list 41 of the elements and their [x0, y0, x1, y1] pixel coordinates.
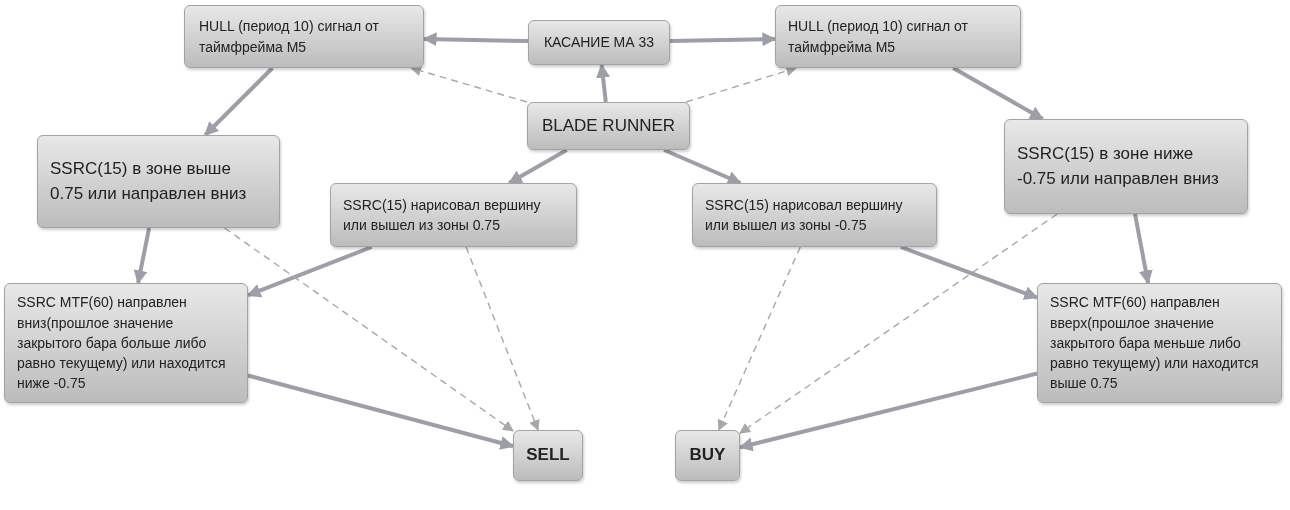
arrow	[669, 32, 777, 47]
arrow	[596, 63, 610, 103]
node-text: КАСАНИЕ МА 33	[543, 33, 655, 53]
process-box	[513, 430, 583, 481]
process-box	[184, 5, 424, 68]
dashed-arrow	[465, 246, 540, 431]
node-text: SSRC(15) в зоне ниже -0.75 или направлен вниз	[1017, 142, 1220, 190]
dashed-arrow	[223, 227, 514, 432]
arrow	[508, 148, 568, 185]
node-text: SSRC(15) нарисовал вершину или вышел из зоны 0.75	[343, 195, 542, 235]
process-box	[528, 20, 670, 65]
process-box	[775, 5, 1021, 68]
process-box	[4, 283, 248, 403]
process-box	[692, 183, 937, 247]
dashed-arrow	[717, 246, 801, 431]
node-text: SSRC MTF(60) направлен вверх(прошлое значение закрытого бара меньше либо равно текущему) или находится выше 0.75	[1050, 293, 1260, 394]
node-text: SSRC(15) нарисовал вершину или вышел из зоны -0.75	[705, 195, 904, 235]
process-box	[330, 183, 577, 247]
node-text: HULL (период 10) сигнал от таймфрейма M5	[788, 17, 969, 57]
node-text: SSRC MTF(60) направлен вниз(прошлое значение закрытого бара больше либо равно текущему) или находится ниже -0.75	[17, 293, 227, 394]
process-box	[1037, 283, 1282, 403]
arrow	[422, 32, 529, 47]
dashed-arrow	[739, 213, 1058, 434]
arrow	[247, 373, 515, 450]
node-text: BUY	[689, 444, 726, 467]
node-text: SSRC(15) в зоне выше 0.75 или направлен вниз	[50, 157, 248, 205]
process-box	[527, 102, 690, 150]
node-text: SELL	[526, 444, 570, 467]
arrow	[246, 245, 373, 298]
process-box	[1004, 119, 1248, 214]
arrow	[900, 245, 1039, 300]
arrow	[952, 66, 1044, 121]
process-box	[675, 430, 740, 481]
process-box	[37, 135, 280, 228]
arrow	[663, 148, 742, 185]
node-text: BLADE RUNNER	[541, 114, 676, 137]
arrow	[133, 227, 152, 285]
node-text: HULL (период 10) сигнал от таймфрейма M5	[199, 17, 380, 57]
arrow	[1133, 213, 1153, 285]
arrow	[203, 66, 274, 137]
arrow	[738, 371, 1038, 452]
